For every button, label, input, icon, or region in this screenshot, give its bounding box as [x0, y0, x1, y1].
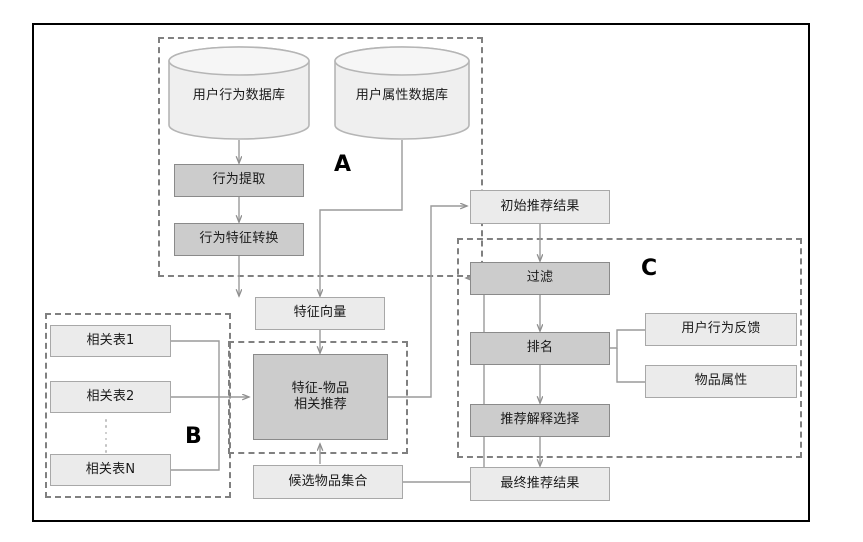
node-feature-item-recommendation[interactable]: 特征-物品 相关推荐 — [253, 354, 388, 440]
node-label: 最终推荐结果 — [500, 475, 580, 491]
node-filter[interactable]: 过滤 — [470, 262, 610, 295]
node-label: 初始推荐结果 — [500, 198, 580, 214]
node-label: 相关表2 — [86, 388, 135, 404]
node-label: 相关表N — [85, 461, 136, 477]
diagram-outer-frame — [32, 23, 810, 522]
node-label-line-2: 相关推荐 — [294, 397, 347, 412]
node-label: 物品属性 — [694, 373, 748, 389]
ellipsis-vertical-icon — [104, 419, 108, 459]
node-candidate-item-set[interactable]: 候选物品集合 — [253, 465, 403, 499]
node-recommendation-explanation-selection[interactable]: 推荐解释选择 — [470, 404, 610, 437]
node-label: 排名 — [526, 340, 554, 356]
datastore-label: 用户行为数据库 — [192, 87, 286, 103]
node-item-attribute[interactable]: 物品属性 — [645, 365, 797, 398]
node-related-table-n[interactable]: 相关表N — [50, 454, 171, 486]
node-label: 过滤 — [526, 270, 554, 286]
node-final-recommendation-result[interactable]: 最终推荐结果 — [470, 467, 610, 501]
node-label-line-1: 特征-物品 — [291, 380, 350, 396]
group-box-b — [45, 313, 231, 498]
node-behavior-feature-transform[interactable]: 行为特征转换 — [174, 223, 304, 256]
node-label: 行为提取 — [212, 172, 266, 188]
node-label: 推荐解释选择 — [500, 412, 580, 428]
node-related-table-2[interactable]: 相关表2 — [50, 381, 171, 413]
node-ranking[interactable]: 排名 — [470, 332, 610, 365]
node-label: 用户行为反馈 — [681, 321, 761, 337]
node-feature-vector[interactable]: 特征向量 — [255, 297, 385, 330]
node-related-table-1[interactable]: 相关表1 — [50, 325, 171, 357]
node-behavior-extraction[interactable]: 行为提取 — [174, 164, 304, 197]
node-label: 特征向量 — [293, 305, 347, 321]
group-label-a: A — [334, 152, 352, 177]
group-label-b: B — [185, 424, 202, 449]
node-label: 相关表1 — [86, 332, 135, 348]
node-user-behavior-feedback[interactable]: 用户行为反馈 — [645, 313, 797, 346]
node-initial-recommendation-result[interactable]: 初始推荐结果 — [470, 190, 610, 224]
datastore-user-behavior-db: 用户行为数据库 — [168, 46, 310, 140]
node-label: 行为特征转换 — [199, 231, 279, 247]
datastore-user-attribute-db: 用户属性数据库 — [334, 46, 470, 140]
datastore-label: 用户属性数据库 — [355, 87, 449, 103]
node-label: 候选物品集合 — [288, 473, 368, 489]
group-label-c: C — [641, 256, 658, 281]
